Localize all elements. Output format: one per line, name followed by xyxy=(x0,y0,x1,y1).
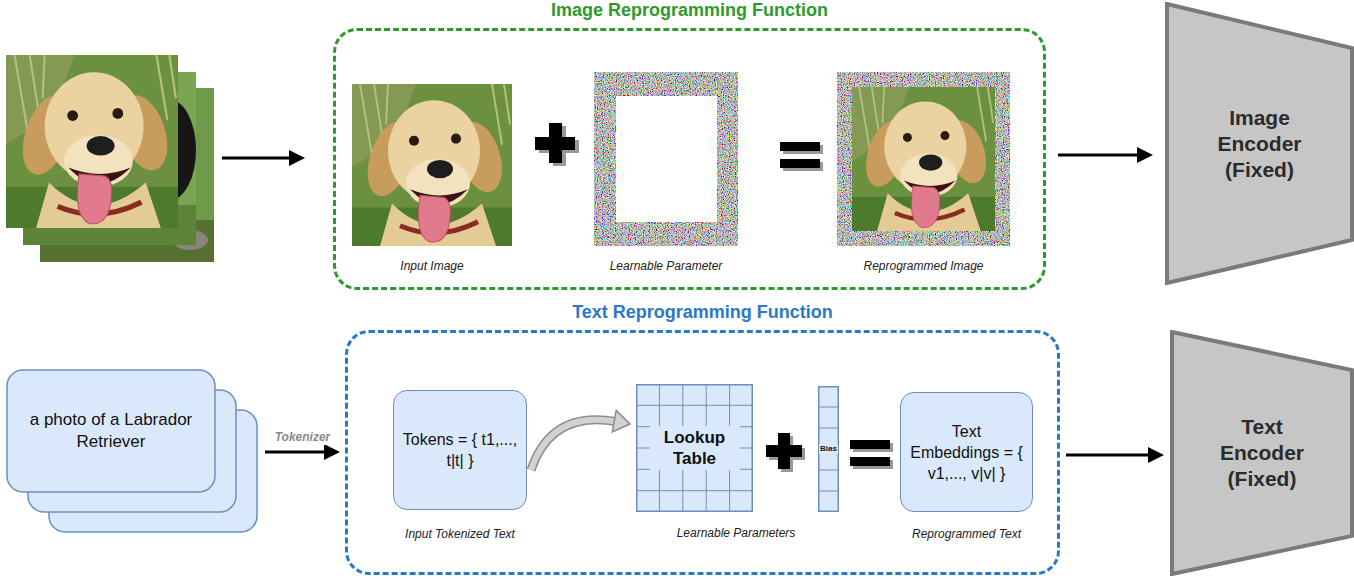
box-text: Tokens = { t1,..., t|t| } xyxy=(402,429,518,471)
text-holder: a photo of a Labrador Retriever xyxy=(7,370,215,492)
text-holder: Image Reprogramming Function xyxy=(276,0,1103,21)
group-heading: Text Reprogramming Function xyxy=(572,301,833,323)
connector-arrow xyxy=(1066,447,1164,463)
image-stack xyxy=(6,55,214,262)
text-holder: Reprogrammed Image xyxy=(807,256,1040,274)
box-caption: Input Tokenized Text xyxy=(405,527,515,542)
input-arrow-head xyxy=(289,150,305,166)
text-holder: Bias xyxy=(818,386,839,512)
reprogrammed-image xyxy=(852,87,995,231)
group-heading: Image Reprogramming Function xyxy=(551,0,828,21)
encoder-label: Text Encoder (Fixed) xyxy=(1197,414,1327,492)
panel-caption: Input Image xyxy=(400,259,463,274)
text-holder: Text Reprogramming Function xyxy=(288,301,1117,323)
bias-vector: Bias xyxy=(818,386,839,512)
image-panel: Input Image xyxy=(352,84,512,246)
text-holder: Lookup Table xyxy=(636,384,753,512)
input-arrow xyxy=(222,157,291,160)
input-image xyxy=(352,84,512,246)
equals-symbol xyxy=(780,142,823,171)
text-holder: Learnable Parameter xyxy=(564,256,768,274)
text-holder: Image Encoder (Fixed) xyxy=(1165,2,1354,285)
encoder-block: Image Encoder (Fixed) xyxy=(1165,2,1354,285)
encoder-block: Text Encoder (Fixed) xyxy=(1170,330,1354,576)
plus-symbol xyxy=(766,433,805,472)
card-text: a photo of a Labrador Retriever xyxy=(21,409,201,453)
text-holder: Text Encoder (Fixed) xyxy=(1170,330,1354,576)
image-function-group: Image Reprogramming FunctionInput ImageL… xyxy=(333,28,1046,290)
caption-label: Learnable Parameters xyxy=(677,526,796,541)
encoder-label: Image Encoder (Fixed) xyxy=(1195,105,1325,183)
text-holder: Input Image xyxy=(322,256,542,274)
text-card-stack: a photo of a Labrador Retriever xyxy=(6,369,260,535)
noise-hole xyxy=(616,96,717,222)
edge-label: Tokenizer xyxy=(273,430,333,445)
text-holder: Learnable Parameters xyxy=(636,523,836,541)
bias-label: Bias xyxy=(819,444,838,454)
noise-frame xyxy=(594,72,738,246)
embedding-box: Text Embeddings = { v1,..., v|v| }Reprog… xyxy=(900,392,1033,512)
lookup-table: Lookup Table xyxy=(636,384,753,512)
token-box: Tokens = { t1,..., t|t| }Input Tokenized… xyxy=(393,390,527,510)
box-text: Text Embeddings = { v1,..., v|v| } xyxy=(909,421,1024,484)
shape-outline xyxy=(6,369,260,535)
box-caption: Reprogrammed Text xyxy=(912,527,1021,542)
text-holder: Input Tokenized Text xyxy=(354,524,566,542)
panel-caption: Reprogrammed Image xyxy=(863,259,983,274)
connector-arrow xyxy=(531,410,630,470)
plus-symbol xyxy=(535,123,579,166)
panel-caption: Learnable Parameter xyxy=(610,259,723,274)
table-label: Lookup Table xyxy=(650,426,740,470)
text-holder: Tokenizer xyxy=(243,427,363,445)
connector-arrow xyxy=(265,444,340,460)
equals-symbol xyxy=(850,440,893,469)
parameter-panel: Learnable Parameter xyxy=(594,72,738,246)
noise-frame xyxy=(837,72,1010,246)
text-holder: Reprogrammed Text xyxy=(861,524,1072,542)
image-panel: Reprogrammed Image xyxy=(837,72,1010,246)
connector-arrow xyxy=(1058,147,1153,163)
